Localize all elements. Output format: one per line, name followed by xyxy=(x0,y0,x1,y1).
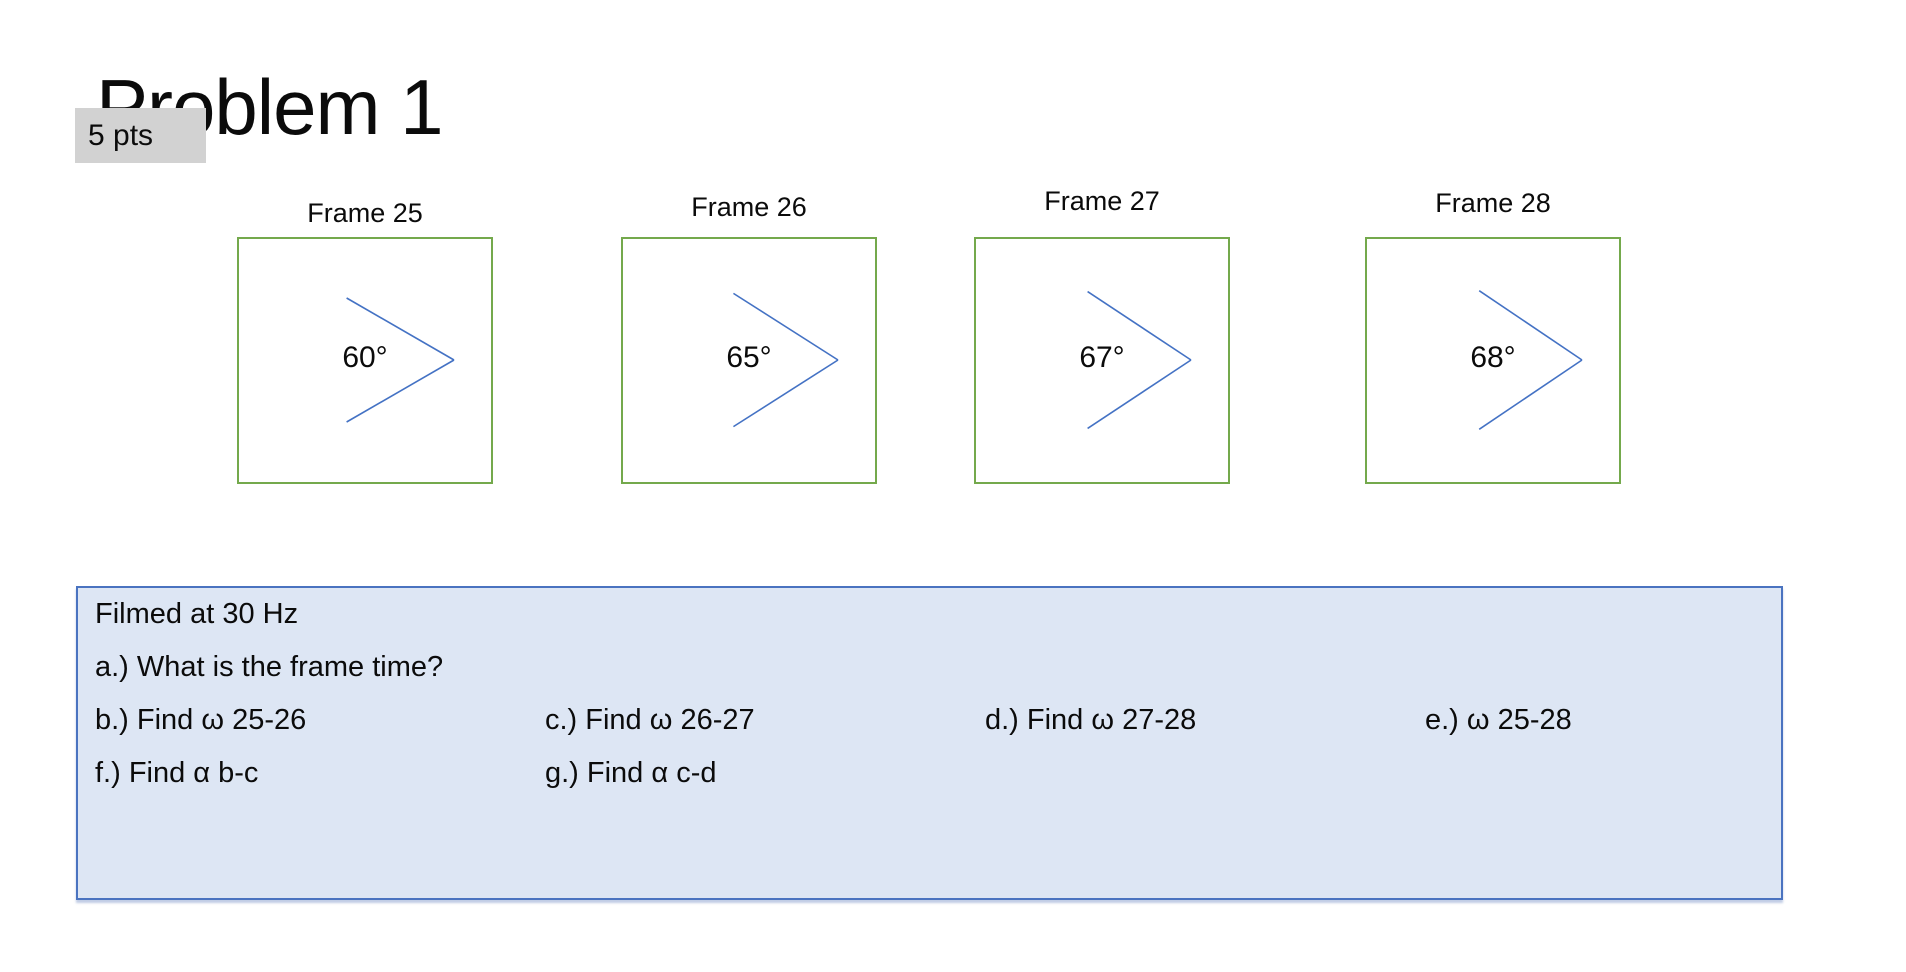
question-e: e.) ω 25-28 xyxy=(1425,704,1572,736)
question-a-row: a.) What is the frame time? xyxy=(91,650,1781,684)
frame-box: 60° xyxy=(237,237,493,484)
frame-label: Frame 27 xyxy=(1044,186,1160,216)
angle-value: 65° xyxy=(726,341,772,375)
frame-label: Frame 25 xyxy=(307,198,423,228)
angle-chevron-icon xyxy=(346,297,455,423)
angle-chevron-icon xyxy=(1087,290,1192,430)
question-intro-row: Filmed at 30 Hz xyxy=(91,597,1781,631)
question-c: c.) Find ω 26-27 xyxy=(545,704,755,736)
question-box: Filmed at 30 Hz a.) What is the frame ti… xyxy=(76,586,1783,900)
frame-panel-27: Frame 27 67° xyxy=(974,186,1230,484)
frame-box: 65° xyxy=(621,237,877,484)
points-badge: 5 pts xyxy=(75,108,206,163)
frame-panel-26: Frame 26 65° xyxy=(621,192,877,484)
frame-label: Frame 26 xyxy=(691,192,807,222)
frame-label: Frame 28 xyxy=(1435,188,1551,218)
question-g: g.) Find α c-d xyxy=(545,757,717,789)
frame-box: 68° xyxy=(1365,237,1621,484)
angle-chevron-icon xyxy=(732,292,839,428)
question-a: a.) What is the frame time? xyxy=(95,651,444,683)
angle-value: 67° xyxy=(1079,341,1125,375)
angle-value: 60° xyxy=(342,341,388,375)
question-alpha-row: f.) Find α b-c g.) Find α c-d xyxy=(91,756,1781,790)
question-omega-row: b.) Find ω 25-26 c.) Find ω 26-27 d.) Fi… xyxy=(91,703,1781,737)
question-d: d.) Find ω 27-28 xyxy=(985,704,1197,736)
filmed-at-text: Filmed at 30 Hz xyxy=(95,598,299,630)
angle-chevron-icon xyxy=(1478,289,1583,431)
frame-box: 67° xyxy=(974,237,1230,484)
question-b: b.) Find ω 25-26 xyxy=(95,704,307,736)
frame-panel-28: Frame 28 68° xyxy=(1365,188,1621,484)
question-f: f.) Find α b-c xyxy=(95,757,259,789)
angle-value: 68° xyxy=(1470,341,1516,375)
frame-panel-25: Frame 25 60° xyxy=(237,198,493,484)
